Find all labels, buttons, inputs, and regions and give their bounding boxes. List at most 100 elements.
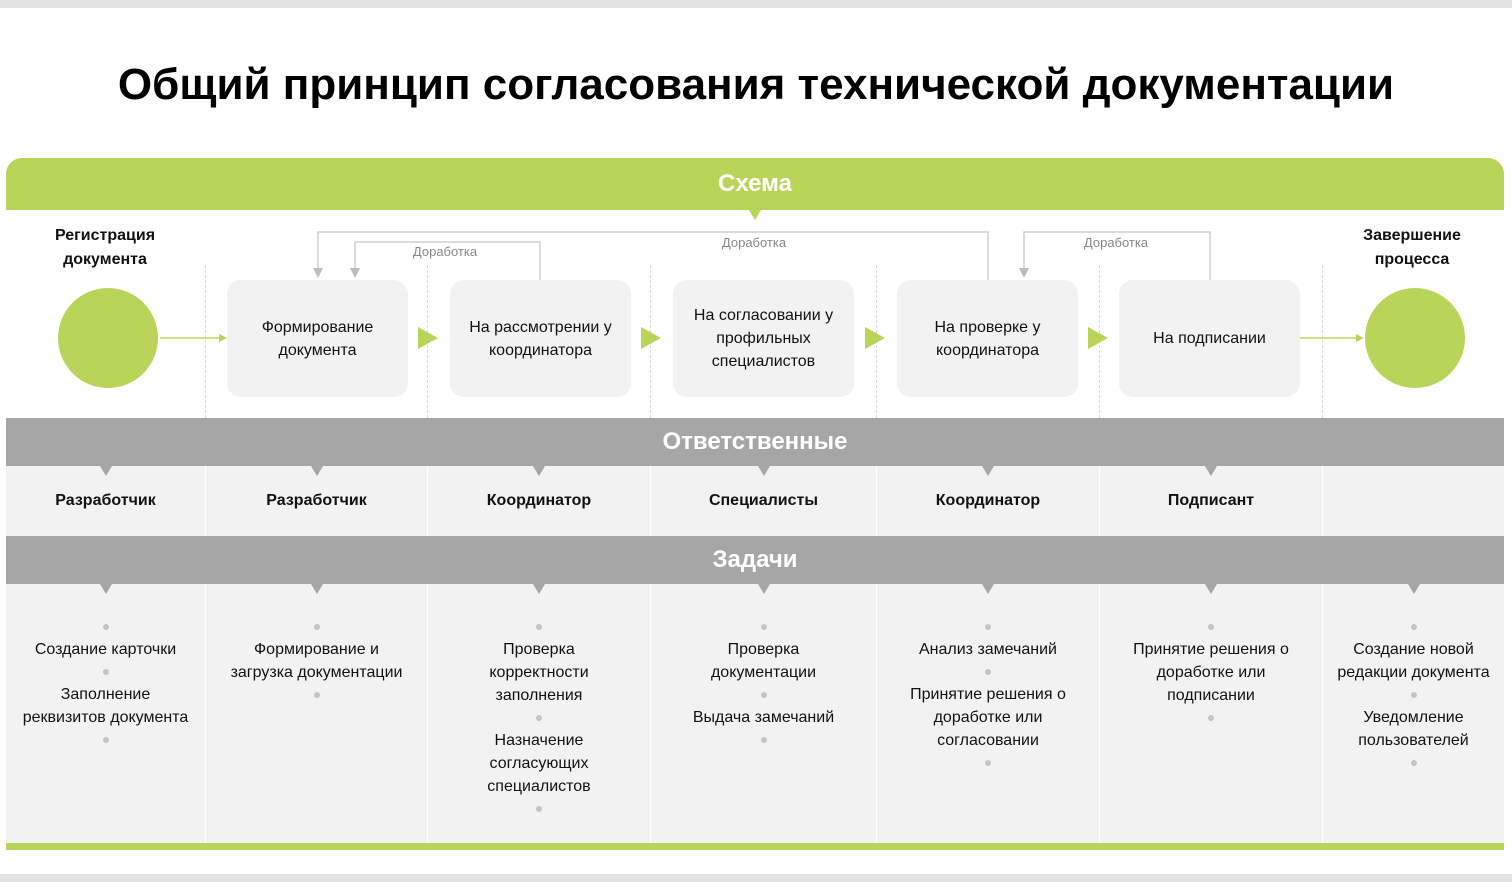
divider: [1322, 265, 1323, 418]
end-label: Завершение процесса: [1363, 227, 1461, 268]
pointer-icon: [99, 584, 112, 594]
stage-label: На проверке у координатора: [934, 318, 1041, 359]
stage-label: На рассмотрении у координатора: [469, 318, 612, 359]
feedback-line-3: [1023, 231, 1211, 280]
responsible-cell: Координатор: [428, 466, 650, 536]
responsible-cell: Координатор: [877, 466, 1099, 536]
bullet-icon: [1410, 692, 1417, 698]
bottom-accent-line: [6, 843, 1504, 850]
responsible-label: Координатор: [935, 492, 1041, 509]
responsible-header: Ответственные: [6, 418, 1504, 466]
responsible-label: Координатор: [486, 492, 592, 509]
feedback-label: Доработка: [721, 235, 787, 250]
task-item: Создание новой редакции документа: [1337, 641, 1490, 681]
start-circle: [58, 288, 158, 388]
bullet-icon: [760, 692, 767, 698]
stage-label: На согласовании у профильных специалисто…: [693, 307, 834, 370]
bullet-icon: [760, 737, 767, 743]
task-item: Принятие решения о доработке или подписа…: [1133, 641, 1289, 704]
arrow-down-icon: [1019, 268, 1029, 278]
bullet-icon: [536, 624, 542, 630]
arrow-down-icon: [350, 268, 360, 278]
bottom-bar: [0, 874, 1512, 882]
scheme-header: Схема: [6, 158, 1504, 210]
task-item: Анализ замечаний: [918, 641, 1057, 658]
pointer-icon: [99, 466, 112, 476]
stage-label: На подписании: [1153, 330, 1266, 347]
feedback-label: Доработка: [1083, 235, 1149, 250]
task-item: Выдача замечаний: [692, 709, 835, 726]
responsible-cell: Специалисты: [651, 466, 876, 536]
responsible-cell: Разработчик: [206, 466, 427, 536]
bullet-icon: [313, 624, 320, 630]
task-item: Назначение согласующих специалистов: [487, 732, 591, 795]
arrow-right-icon: [1356, 334, 1364, 342]
responsible-header-label: Ответственные: [662, 428, 848, 455]
pointer-icon: [1205, 584, 1217, 594]
responsible-label: Подписант: [1167, 492, 1255, 509]
arrow-right-icon: [418, 327, 438, 349]
task-cell: Формирование и загрузка документации: [206, 584, 427, 843]
bullet-icon: [313, 692, 320, 698]
start-label: Регистрация документа: [54, 227, 156, 268]
pointer-icon: [749, 210, 761, 220]
task-item: Формирование и загрузка документации: [230, 641, 403, 681]
responsible-label: Разработчик: [266, 492, 367, 509]
arrow-right-icon: [219, 334, 227, 342]
feedback-line-2: [317, 231, 989, 280]
pointer-icon: [982, 466, 994, 476]
bullet-icon: [536, 806, 542, 812]
responsible-cell: Подписант: [1100, 466, 1322, 536]
pointer-icon: [310, 584, 323, 594]
task-item: Принятие решения о доработке или согласо…: [910, 686, 1066, 749]
stage-box: Формирование документа: [227, 280, 408, 397]
stage-box: На подписании: [1119, 280, 1300, 397]
end-circle: [1365, 288, 1465, 388]
stage-label: Формирование документа: [261, 318, 374, 359]
bullet-icon: [760, 624, 767, 630]
bullet-icon: [985, 624, 991, 630]
bullet-icon: [1410, 760, 1417, 766]
stage-box: На согласовании у профильных специалисто…: [673, 280, 854, 397]
responsible-cell: Разработчик: [6, 466, 205, 536]
bullet-icon: [102, 737, 109, 743]
bullet-icon: [102, 669, 109, 675]
stage-box: На проверке у координатора: [897, 280, 1078, 397]
task-item: Заполнение реквизитов документа: [22, 686, 189, 726]
task-item: Создание карточки: [34, 641, 177, 658]
task-item: Уведомление пользователей: [1358, 709, 1469, 749]
bullet-icon: [985, 669, 991, 675]
arrow-right-icon: [865, 327, 885, 349]
bullet-icon: [985, 760, 991, 766]
feedback-label: Доработка: [412, 244, 478, 259]
responsible-label: Разработчик: [55, 492, 156, 509]
page-title: Общий принцип согласования технической д…: [117, 60, 1395, 109]
task-item: Проверка документации: [710, 641, 817, 681]
responsible-label: Специалисты: [708, 492, 819, 509]
pointer-icon: [757, 466, 770, 476]
task-item: Проверка корректности заполнения: [489, 641, 589, 704]
bullet-icon: [536, 715, 542, 721]
arrow-right-icon: [1088, 327, 1108, 349]
bullet-icon: [102, 624, 109, 630]
pointer-icon: [533, 584, 545, 594]
task-cell: Принятие решения о доработке или подписа…: [1100, 584, 1322, 843]
tasks-header-label: Задачи: [712, 546, 798, 573]
arrow-right-icon: [641, 327, 661, 349]
stage-box: На рассмотрении у координатора: [450, 280, 631, 397]
tasks-header: Задачи: [6, 536, 1504, 584]
pointer-icon: [982, 584, 994, 594]
pointer-icon: [1205, 466, 1217, 476]
arrow-down-icon: [313, 268, 323, 278]
bullet-icon: [1208, 715, 1214, 721]
pointer-icon: [310, 466, 323, 476]
bullet-icon: [1410, 624, 1417, 630]
bullet-icon: [1208, 624, 1214, 630]
feedback-line-1: [354, 241, 541, 280]
scheme-header-label: Схема: [718, 170, 792, 197]
